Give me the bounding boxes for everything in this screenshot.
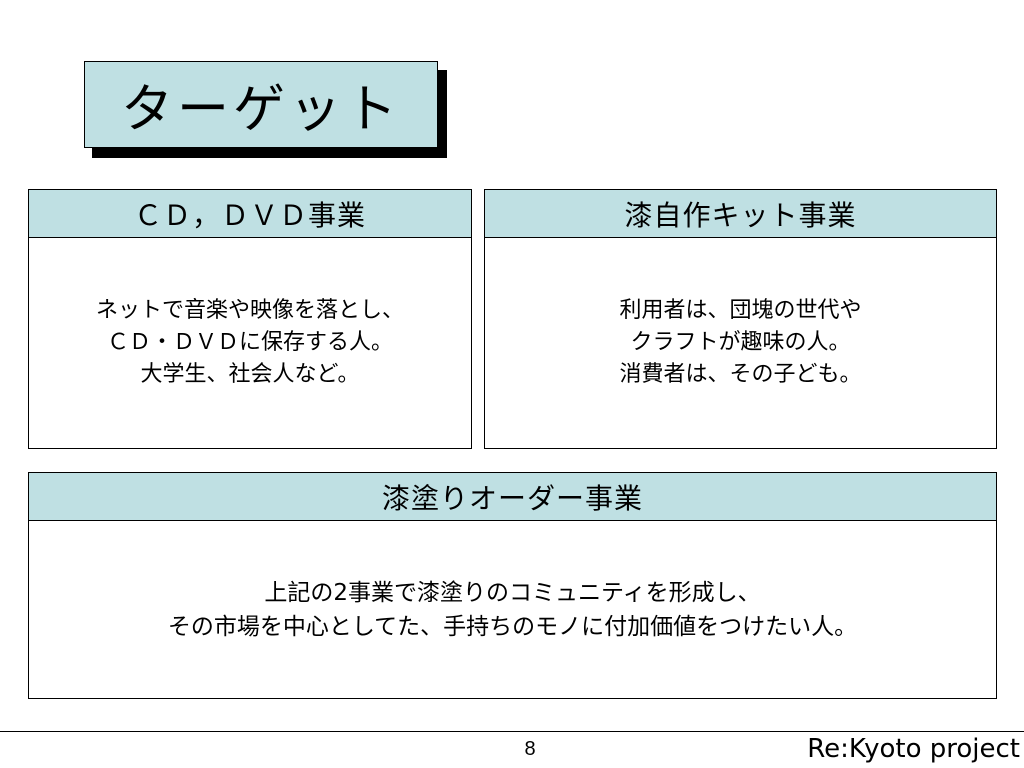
panel-body-urushi-order: 上記の2事業で漆塗りのコミュニティを形成し、 その市場を中心としてた、手持ちのモ… [29, 521, 996, 698]
panel-body-urushi-kit: 利用者は、団塊の世代や クラフトが趣味の人。 消費者は、その子ども。 [485, 238, 996, 448]
panel-urushi-kit-business: 漆自作キット事業 利用者は、団塊の世代や クラフトが趣味の人。 消費者は、その子… [484, 189, 997, 449]
panel-body-cd-dvd: ネットで音楽や映像を落とし、 ＣＤ・ＤＶＤに保存する人。 大学生、社会人など。 [29, 238, 471, 448]
body-line: ＣＤ・ＤＶＤに保存する人。 [106, 330, 393, 355]
body-line: その市場を中心としてた、手持ちのモノに付加価値をつけたい人。 [167, 613, 858, 640]
body-line: ネットで音楽や映像を落とし、 [95, 298, 404, 323]
slide-title: ターゲット [84, 61, 438, 148]
body-line: 利用者は、団塊の世代や [619, 298, 862, 323]
footer-divider [0, 731, 1024, 732]
panel-urushi-order-business: 漆塗りオーダー事業 上記の2事業で漆塗りのコミュニティを形成し、 その市場を中心… [28, 472, 997, 699]
panel-header-urushi-order: 漆塗りオーダー事業 [29, 473, 996, 521]
body-line: 消費者は、その子ども。 [619, 362, 862, 387]
panel-header-cd-dvd: ＣＤ，ＤＶＤ事業 [29, 190, 471, 238]
body-line: 上記の2事業で漆塗りのコミュニティを形成し、 [264, 579, 761, 606]
panel-header-urushi-kit: 漆自作キット事業 [485, 190, 996, 238]
body-line: クラフトが趣味の人。 [630, 330, 851, 355]
body-line: 大学生、社会人など。 [140, 362, 360, 387]
brand-logo-text: Re:Kyoto project [807, 734, 1020, 764]
panel-cd-dvd-business: ＣＤ，ＤＶＤ事業 ネットで音楽や映像を落とし、 ＣＤ・ＤＶＤに保存する人。 大学… [28, 189, 472, 449]
page-number: 8 [524, 738, 536, 760]
